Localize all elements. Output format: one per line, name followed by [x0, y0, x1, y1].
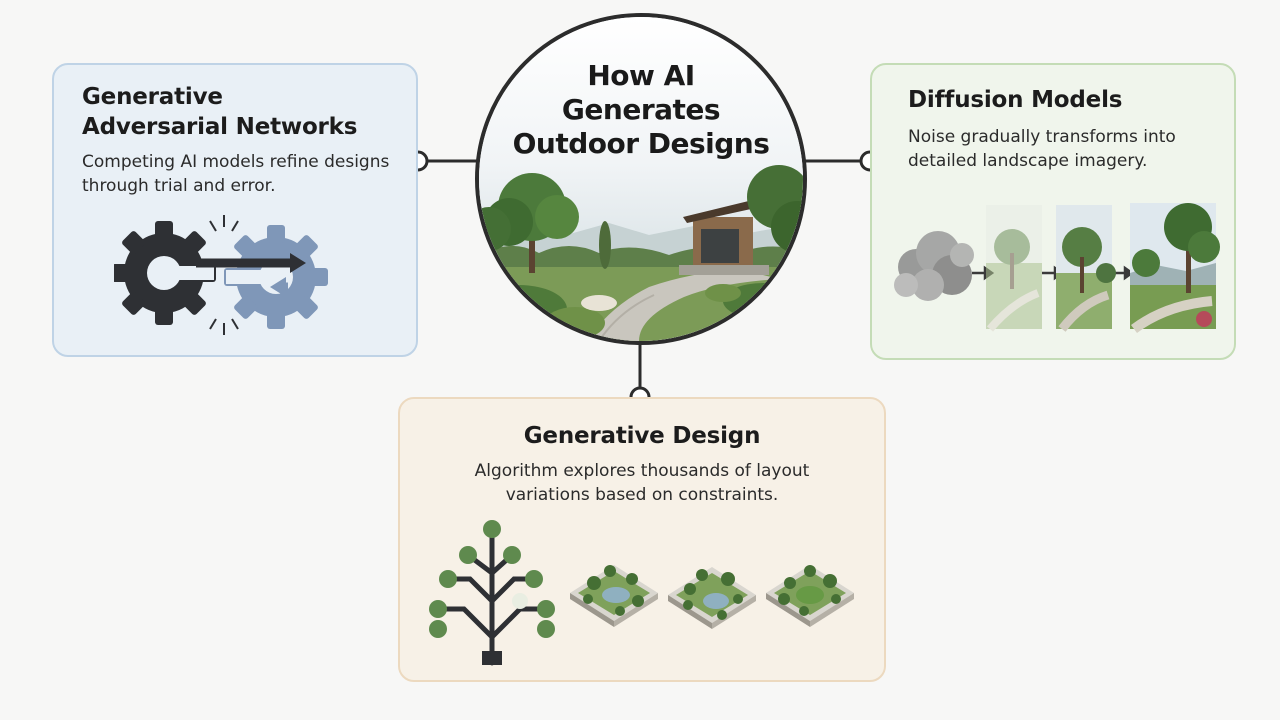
- gan-card: Generative Adversarial Networks Competin…: [52, 63, 418, 357]
- gan-gears-illustration: [114, 215, 328, 335]
- arrow-right-icon: [196, 253, 306, 273]
- diffusion-stages-illustration: [894, 203, 1220, 334]
- decision-tree-icon: [429, 520, 555, 666]
- layout-variation-pond-2: [668, 567, 756, 629]
- layout-variation-pond-1: [570, 565, 658, 627]
- generative-design-illustration: [429, 520, 854, 666]
- diffusion-card: Diffusion Models Noise gradually transfo…: [870, 63, 1236, 360]
- generative-design-card: Generative Design Algorithm explores tho…: [398, 397, 886, 682]
- left-trees: [479, 173, 611, 277]
- right-trees: [747, 165, 803, 253]
- generative-design-description: Algorithm explores thousands of layout v…: [474, 461, 810, 505]
- garden-scene-illustration: [479, 17, 803, 341]
- layout-variation-lawn: [766, 565, 854, 627]
- center-hub-circle: How AI Generates Outdoor Designs: [475, 13, 807, 345]
- diffusion-description: Noise gradually transforms into detailed…: [908, 127, 1176, 171]
- blue-gear-icon: [224, 225, 328, 329]
- gan-title: Generative Adversarial Networks: [82, 84, 358, 140]
- noise-cloud-icon: [894, 231, 974, 301]
- diffusion-title: Diffusion Models: [908, 87, 1123, 113]
- detailed-landscape-stage: [1130, 203, 1220, 334]
- center-title: How AI Generates Outdoor Designs: [512, 59, 770, 160]
- foreground-shrubs: [479, 283, 803, 339]
- faint-landscape-stage: [986, 205, 1042, 332]
- arrow-left-icon: [270, 277, 288, 297]
- partial-landscape-stage: [1056, 205, 1116, 332]
- dark-gear-icon: [114, 221, 216, 325]
- pavilion: [679, 197, 769, 275]
- generative-design-title: Generative Design: [523, 423, 761, 449]
- gan-description: Competing AI models refine designs throu…: [82, 152, 390, 196]
- spark-lines: [209, 215, 239, 335]
